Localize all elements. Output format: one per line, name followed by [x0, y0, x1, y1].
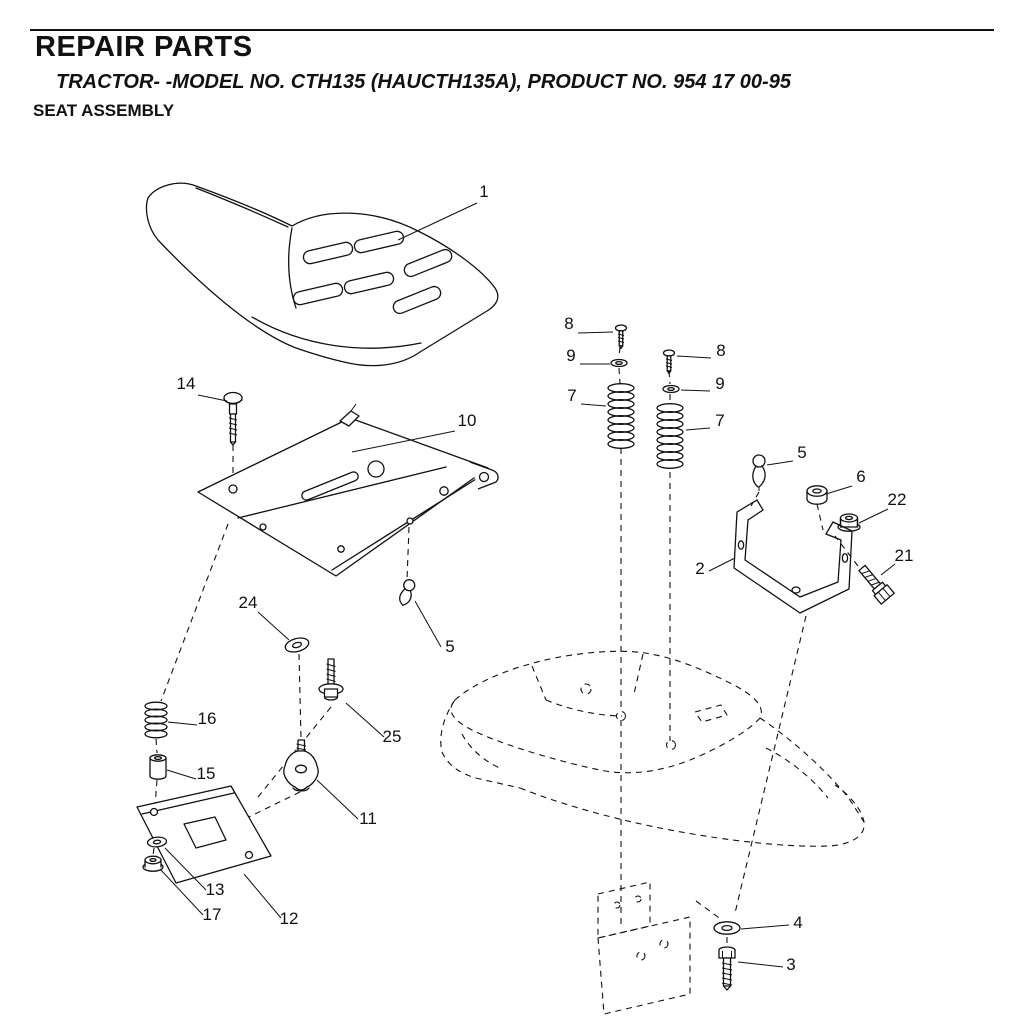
part-22-flange-nut — [837, 513, 861, 532]
callout-5a: 5 — [797, 443, 806, 462]
callout-14: 14 — [177, 374, 196, 393]
part-7-spring-right — [656, 403, 684, 469]
section-title: SEAT ASSEMBLY — [33, 101, 175, 120]
part-4-washer — [713, 921, 741, 935]
part-14-bolt — [223, 391, 243, 446]
callout-22: 22 — [888, 490, 907, 509]
callout-21: 21 — [895, 546, 914, 565]
part-7-spring-left — [607, 383, 635, 449]
callout-1: 1 — [479, 182, 488, 201]
model-line: TRACTOR- -MODEL NO. CTH135 (HAUCTH135A),… — [56, 71, 791, 93]
callout-numbers: 1 14 10 8 9 7 8 9 7 5 6 22 21 2 24 5 25 … — [177, 182, 914, 974]
part-11-knob — [283, 739, 319, 792]
part-13-washer — [146, 836, 168, 848]
page-title: REPAIR PARTS — [35, 31, 253, 63]
callout-17: 17 — [203, 905, 222, 924]
callout-16: 16 — [198, 709, 217, 728]
callout-7b: 7 — [715, 411, 724, 430]
callout-10: 10 — [458, 411, 477, 430]
part-10-seat-pan — [197, 403, 499, 577]
callout-12: 12 — [280, 909, 299, 928]
callout-25: 25 — [383, 727, 402, 746]
part-6-nut — [806, 485, 828, 505]
part-9-washer-right — [662, 384, 680, 394]
part-25-shoulder-screw — [318, 658, 344, 701]
callout-13: 13 — [206, 880, 225, 899]
part-5-clip-left — [399, 579, 416, 606]
part-3-hex-bolt — [718, 946, 736, 991]
callout-9a: 9 — [566, 346, 575, 365]
callout-3: 3 — [786, 955, 795, 974]
part-9-washer-left — [610, 358, 628, 368]
top-rule — [30, 29, 994, 31]
callout-4: 4 — [793, 913, 802, 932]
part-17-flange-nut — [142, 855, 164, 872]
part-21-hex-bolt — [858, 564, 895, 605]
callout-7a: 7 — [567, 386, 576, 405]
part-8-screw-left — [614, 324, 628, 350]
part-16-spring — [144, 701, 168, 739]
callout-11: 11 — [359, 809, 377, 828]
part-12-bracket-plate — [136, 785, 272, 884]
part-5-clip-right — [752, 454, 766, 491]
part-24-washer — [284, 637, 310, 653]
part-2-bracket — [733, 499, 853, 614]
callout-24: 24 — [239, 593, 258, 612]
callout-15: 15 — [197, 764, 216, 783]
callout-6: 6 — [856, 467, 865, 486]
fender-dashed-outline — [440, 650, 865, 1015]
callout-8b: 8 — [716, 341, 725, 360]
callout-9b: 9 — [715, 374, 724, 393]
part-15-bushing — [149, 754, 167, 780]
callout-5b: 5 — [445, 637, 454, 656]
callout-2: 2 — [695, 559, 704, 578]
part-8-screw-right — [662, 349, 676, 375]
callout-8a: 8 — [564, 314, 573, 333]
leader-lines — [159, 202, 896, 968]
part-1-seat — [145, 182, 499, 367]
